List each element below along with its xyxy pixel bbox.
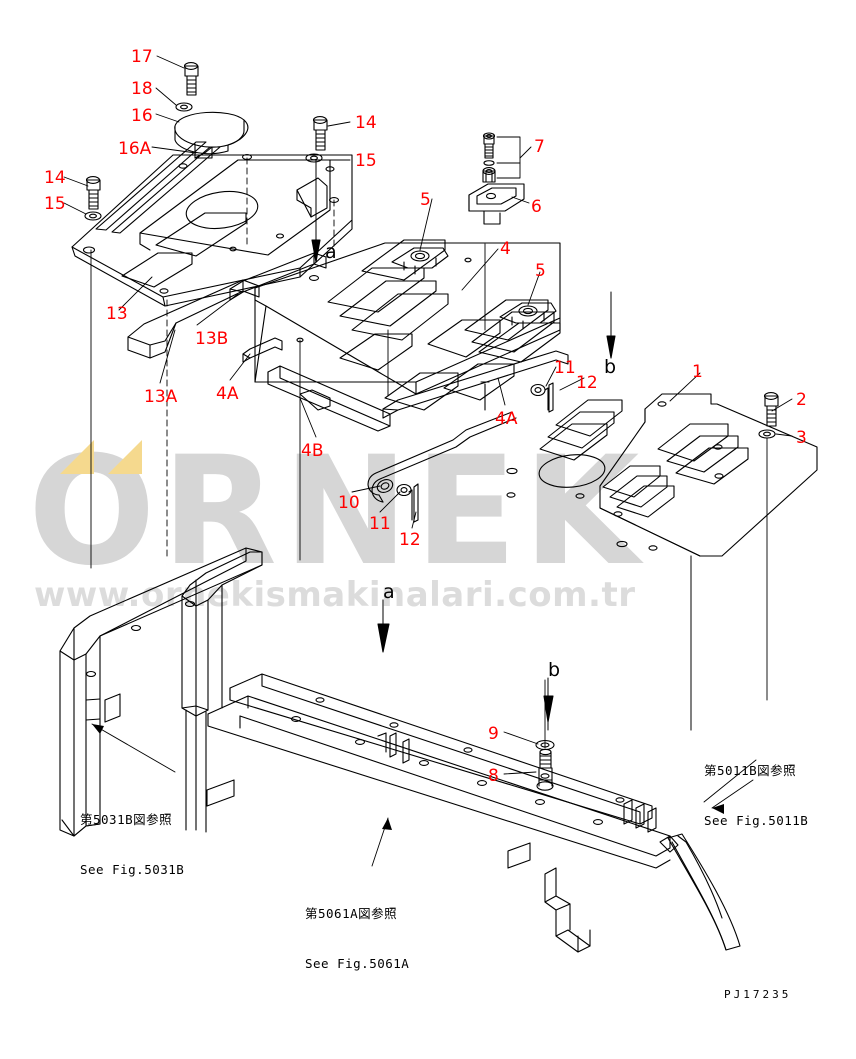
- ref-5031b-line-jp: 第5031B図参照: [80, 811, 173, 827]
- callout-18: 18: [131, 79, 153, 99]
- ref-5061a-line-en: See Fig.5061A: [305, 956, 410, 972]
- callout-15-left: 15: [44, 194, 66, 214]
- cab-frame: [59, 547, 741, 953]
- leader-lines: [63, 55, 793, 775]
- ref-5031b: 第5031B図参照 See Fig.5031B: [80, 778, 184, 913]
- part-4B-strip: [267, 365, 391, 432]
- part-15-washer-center: [305, 153, 323, 163]
- part-15-washer-left: [84, 211, 102, 221]
- callout-10: 10: [338, 493, 360, 513]
- callout-5-left: 5: [420, 190, 431, 210]
- part-4A-rail-right: [382, 350, 569, 419]
- callout-7: 7: [534, 137, 545, 157]
- part-5-bracket-right: [499, 302, 557, 330]
- ref-5061a-line-jp: 第5061A図参照: [305, 905, 398, 921]
- callout-6: 6: [531, 197, 542, 217]
- callout-8: 8: [488, 766, 499, 786]
- section-mark-b-upper: b: [604, 356, 617, 378]
- callout-17: 17: [131, 47, 153, 67]
- section-arrows: [311, 159, 616, 731]
- part-14-bolt-left: [85, 176, 101, 210]
- part-13-cover-panel: [71, 141, 353, 307]
- callout-11-lower: 11: [369, 514, 391, 534]
- callout-4: 4: [500, 239, 511, 259]
- part-6-mount-pad: [468, 183, 525, 225]
- part-4A-clip: [242, 337, 283, 363]
- section-mark-b-lower: b: [548, 659, 561, 681]
- part-12-pin-lower: [408, 483, 419, 523]
- part-12-pin-upper: [544, 382, 554, 413]
- callout-13A: 13A: [144, 387, 178, 407]
- callout-13: 13: [106, 304, 128, 324]
- callout-4B: 4B: [301, 441, 324, 461]
- callout-15-center: 15: [355, 151, 377, 171]
- part-7-fastener-set: [482, 132, 532, 183]
- callout-16A: 16A: [118, 139, 152, 159]
- callout-12-upper: 12: [576, 373, 598, 393]
- callout-4A-left: 4A: [216, 384, 239, 404]
- part-14-bolt-center: [312, 116, 328, 151]
- callout-3: 3: [796, 428, 807, 448]
- part-1-right-panel: [506, 393, 818, 557]
- callout-2: 2: [796, 390, 807, 410]
- part-5-bracket-left: [391, 247, 449, 275]
- part-18-washer: [175, 102, 193, 112]
- ref-5011b-line-jp: 第5011B図参照: [704, 762, 797, 778]
- callout-4A-right: 4A: [495, 409, 518, 429]
- callout-13B: 13B: [195, 329, 229, 349]
- part-8-bolt: [536, 748, 554, 791]
- callout-12-lower: 12: [399, 530, 421, 550]
- callout-11-upper: 11: [554, 358, 576, 378]
- callout-16: 16: [131, 106, 153, 126]
- part-11-washer-upper: [530, 383, 546, 397]
- part-4-main-panel: [254, 239, 561, 411]
- callout-9: 9: [488, 724, 499, 744]
- ref-5061a: 第5061A図参照 See Fig.5061A: [305, 872, 409, 1007]
- section-mark-a-upper: a: [325, 241, 337, 263]
- callout-14-center: 14: [355, 113, 377, 133]
- part-16-cover-cap: [174, 111, 249, 159]
- callout-5-right: 5: [535, 261, 546, 281]
- part-17-bolt: [183, 62, 199, 96]
- part-3-washer: [758, 429, 776, 439]
- callout-1: 1: [692, 362, 703, 382]
- sheet-code: PJ17235: [724, 988, 792, 1001]
- part-13A-trim: [127, 279, 260, 359]
- reference-leaders: [91, 723, 757, 867]
- part-13B-block: [229, 252, 327, 301]
- ref-5011b: 第5011B図参照 See Fig.5011B: [704, 729, 808, 864]
- part-11-washer-lower: [396, 483, 412, 497]
- ref-5031b-line-en: See Fig.5031B: [80, 862, 185, 878]
- callout-14-left: 14: [44, 168, 66, 188]
- ref-5011b-line-en: See Fig.5011B: [704, 813, 809, 829]
- part-10-hose: [367, 411, 517, 503]
- part-2-bolt: [763, 392, 779, 427]
- section-mark-a-lower: a: [383, 581, 395, 603]
